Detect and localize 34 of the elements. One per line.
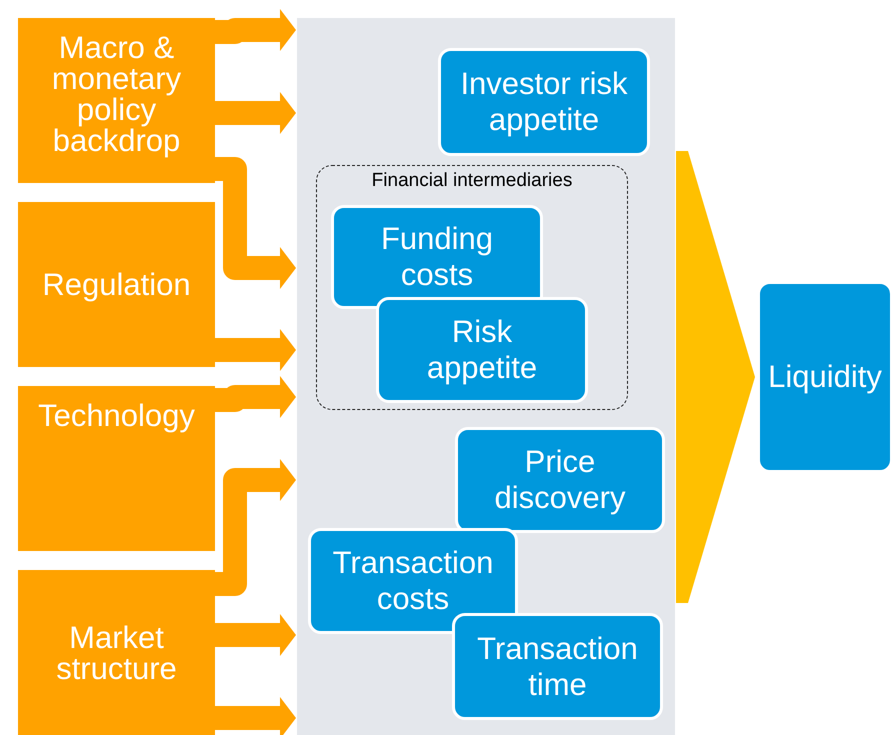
factor-label: Price discovery (494, 444, 626, 516)
arrow (213, 329, 296, 371)
factor-box (455, 427, 665, 533)
arrow (213, 92, 296, 134)
factor-box (376, 297, 588, 403)
arrow (213, 376, 296, 418)
factor-box (331, 205, 543, 309)
arrow (213, 9, 296, 51)
big-arrow (676, 151, 755, 603)
group-heading: Financial intermediaries (372, 170, 572, 192)
factor-box (452, 613, 663, 720)
factor-block (18, 570, 215, 735)
arrow (213, 697, 296, 735)
factor-box (438, 48, 650, 156)
factor-label: Regulation (42, 269, 191, 300)
dashed-group-box (316, 165, 628, 410)
factor-block (18, 202, 215, 367)
factor-block (18, 386, 215, 551)
arrow (213, 614, 296, 656)
factor-label: Investor risk appetite (459, 66, 629, 138)
factor-label: Transaction time (476, 630, 639, 702)
panel-background (297, 18, 675, 735)
factor-label: Macro & monetary policy backdrop (50, 32, 182, 156)
arrow (213, 157, 296, 289)
factor-label: Risk appetite (426, 314, 538, 386)
factor-block (18, 18, 215, 183)
factor-box (308, 528, 518, 634)
factor-label: Liquidity (768, 359, 882, 395)
factor-box (757, 281, 893, 473)
arrow (213, 459, 296, 596)
factor-label: Market structure (55, 622, 178, 684)
factor-label: Funding costs (380, 221, 494, 293)
factor-label: Technology (38, 400, 195, 431)
factor-label: Transaction costs (332, 545, 494, 617)
